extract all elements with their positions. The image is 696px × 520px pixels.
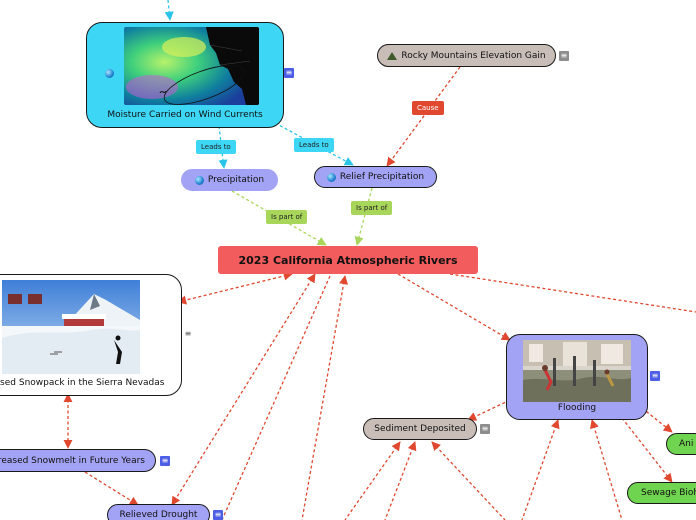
node-central-topic[interactable]: 2023 California Atmospheric Rivers [218,246,478,274]
link-flooding-down-2 [589,419,623,520]
menu-icon[interactable]: ≡ [213,510,223,520]
sewage-label: Sewage Bioh [641,488,696,498]
link-moisture-precip [218,125,228,169]
node-relieved-drought[interactable]: Relieved Drought [107,504,210,520]
animal-label: Ani [679,439,694,449]
link-central-flooding [397,273,511,341]
sediment-label: Sediment Deposited [374,424,466,434]
tag-leads-to-1: Leads to [196,140,236,154]
link-central-bottom-1 [301,275,349,520]
node-snowpack[interactable]: eased Snowpack in the Sierra Nevadas [0,274,182,396]
drought-label: Relieved Drought [119,510,198,520]
link-precip-central [231,190,327,246]
precipitation-label: Precipitation [207,175,265,185]
link-flooding-sewage [621,417,673,483]
link-flooding-down-1 [521,419,560,520]
link-flooding-sediment [467,399,511,421]
node-sewage[interactable]: Sewage Bioh [627,482,696,504]
menu-icon[interactable]: ≡ [650,371,660,381]
moisture-label: Moisture Carried on Wind Currents [107,110,263,120]
link-rocky-relief [386,66,461,167]
link-sediment-down-2 [431,441,506,520]
node-precipitation[interactable]: Precipitation [181,169,278,191]
link-central-snowpack [177,271,293,305]
menu-icon[interactable]: ≡ [559,51,569,61]
snowpack-image [2,280,140,374]
node-rocky-mountains[interactable]: Rocky Mountains Elevation Gain [377,44,556,67]
moisture-satellite-image [124,27,259,105]
link-central-offscreen-right [449,273,696,313]
menu-icon[interactable]: ≡ [284,68,294,78]
globe-icon [105,69,114,78]
link-snowmelt-drought [84,471,139,506]
tag-cause: Cause [412,101,444,115]
flooding-image [523,340,631,402]
link-sediment-down-3 [344,441,401,520]
tag-is-part-of-2: Is part of [351,201,393,215]
menu-icon[interactable]: ≡ [480,424,490,434]
menu-icon[interactable]: ≡ [160,456,170,466]
node-snowmelt[interactable]: creased Snowmelt in Future Years [0,449,156,472]
central-label: 2023 California Atmospheric Rivers [238,253,458,267]
globe-icon [326,172,336,182]
node-relief-precipitation[interactable]: Relief Precipitation [314,166,437,188]
flooding-label: Flooding [557,403,597,413]
node-moisture[interactable]: Moisture Carried on Wind Currents [86,22,284,128]
snowpack-label: eased Snowpack in the Sierra Nevadas [0,378,165,388]
globe-icon [194,175,204,185]
mountain-icon [387,51,398,60]
node-animal[interactable]: Ani [666,433,696,455]
node-flooding[interactable]: Flooding [506,334,648,420]
link-central-drought [171,273,316,506]
link-flooding-animal [641,407,673,433]
link-central-bottom-2 [221,275,331,520]
relief-label: Relief Precipitation [339,172,425,182]
tag-is-part-of-1: Is part of [266,210,308,224]
link-relief-central [354,187,373,246]
menu-icon[interactable]: ≡ [184,329,192,338]
link-top-offscreen [164,0,174,21]
snowmelt-label: creased Snowmelt in Future Years [0,455,145,466]
node-sediment-deposited[interactable]: Sediment Deposited [363,418,477,440]
tag-leads-to-2: Leads to [294,138,334,152]
link-sediment-down-1 [384,441,417,520]
rocky-label: Rocky Mountains Elevation Gain [401,50,546,61]
